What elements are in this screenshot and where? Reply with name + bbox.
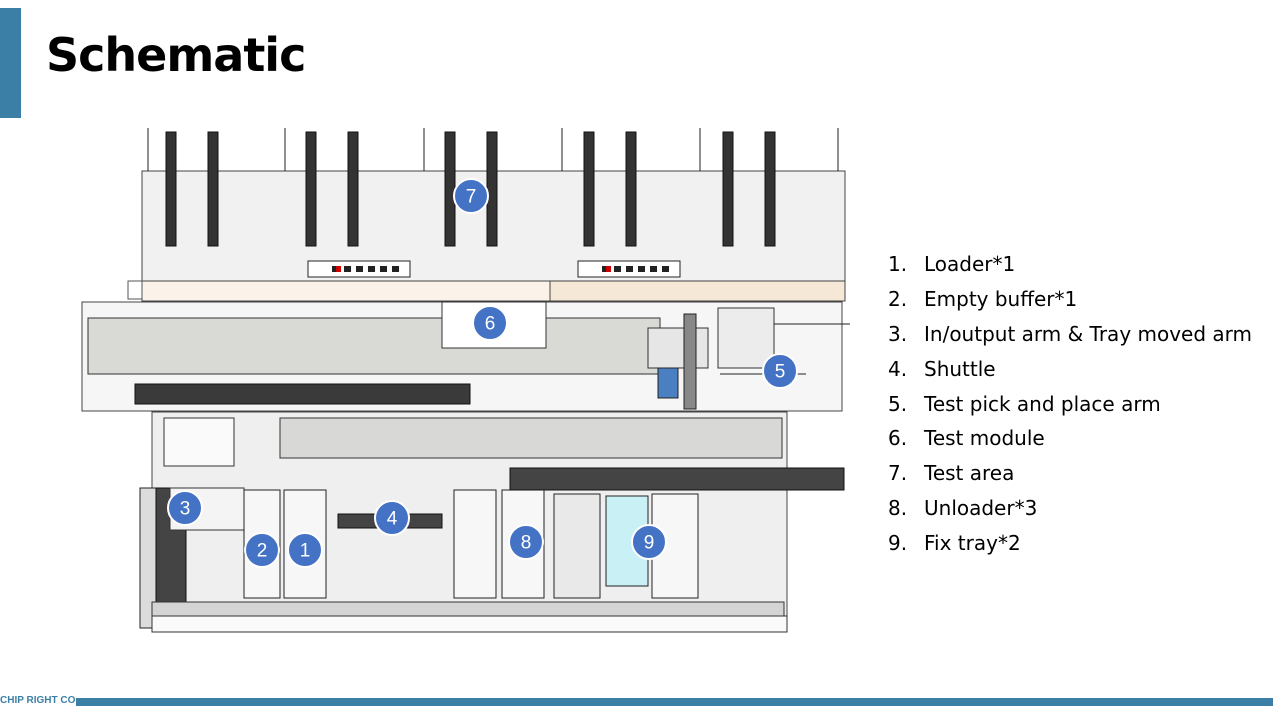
legend-number: 2. [888,286,908,311]
svg-text:8: 8 [521,533,532,554]
legend-item: 3. In/output arm & Tray moved arm [888,317,1252,352]
legend-number: 3. [888,321,908,346]
svg-text:9: 9 [644,533,655,554]
callout-5: 5 [762,353,798,389]
legend-number: 1. [888,252,908,276]
legend-item: 6. Test module [888,421,1252,456]
legend-text: Empty buffer*1 [924,286,1078,311]
legend-text: Test area [924,461,1015,486]
legend-text: Fix tray*2 [924,531,1021,556]
test-module-drawing [81,301,850,412]
callout-9: 9 [631,524,667,560]
loader-base-drawing [139,411,845,633]
legend-item: 5. Test pick and place arm [888,387,1252,422]
footer-bar [76,698,1273,706]
legend-text: Test pick and place arm [924,391,1161,416]
svg-text:2: 2 [257,541,268,562]
callout-3: 3 [167,490,203,526]
test-area-drawing [127,128,846,302]
legend-item: 2. Empty buffer*1 [888,282,1252,317]
callout-2: 2 [244,532,280,568]
legend-item: 1. Loader*1 [888,247,1252,282]
slide-title: Schematic [46,28,306,82]
accent-bar [0,8,21,118]
svg-text:1: 1 [300,541,311,562]
svg-text:4: 4 [387,509,398,530]
callout-6: 6 [472,305,508,341]
legend-text: In/output arm & Tray moved arm [924,321,1253,346]
legend-number: 7. [888,461,908,486]
legend-item: 7. Test area [888,456,1252,491]
legend-text: Shuttle [924,356,996,381]
callout-4: 4 [374,500,410,536]
callout-1: 1 [287,532,323,568]
svg-text:6: 6 [485,314,496,335]
callout-7: 7 [453,178,489,214]
svg-text:7: 7 [466,187,477,208]
legend-number: 5. [888,391,908,416]
legend-text: Test module [924,426,1045,451]
legend-number: 8. [888,496,908,521]
legend-number: 4. [888,356,908,381]
footer-company: CHIP RIGHT CO. [0,695,79,706]
legend-number: 6. [888,426,908,451]
legend-text: Unloader*3 [924,496,1038,521]
legend-list: 1. Loader*1 2. Empty buffer*1 3. In/output … [888,247,1252,561]
legend-text: Loader*1 [924,252,1016,276]
callout-8: 8 [508,524,544,560]
legend-item: 9. Fix tray*2 [888,526,1252,561]
legend-number: 9. [888,531,908,556]
legend-item: 8. Unloader*3 [888,491,1252,526]
legend-item: 4. Shuttle [888,352,1252,387]
machine-schematic: 7 6 5 3 4 2 1 8 9 [81,128,850,633]
svg-text:5: 5 [775,362,786,383]
svg-text:3: 3 [180,499,191,520]
